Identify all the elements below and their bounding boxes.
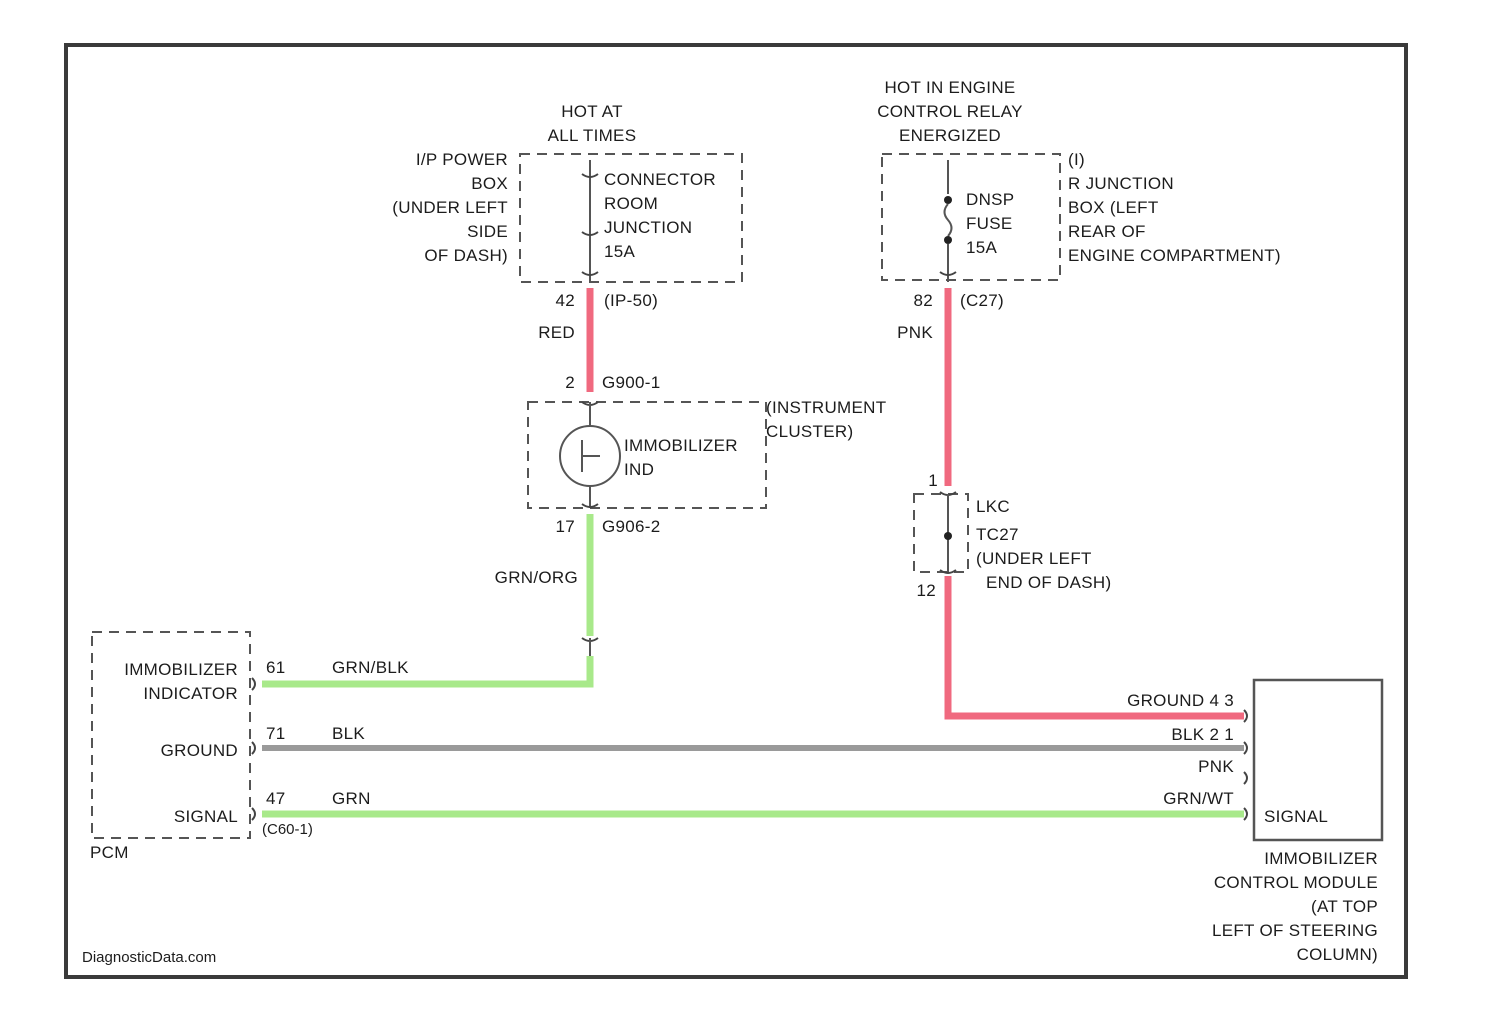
- left-supply-pin: 42: [555, 291, 575, 310]
- module-name-5: COLUMN): [1297, 945, 1378, 964]
- pcm-row1-pin: 61: [266, 658, 286, 677]
- pcm-row2-pin: 71: [266, 724, 286, 743]
- module-name-2: CONTROL MODULE: [1214, 873, 1378, 892]
- right-location-2: R JUNCTION: [1068, 174, 1174, 193]
- left-supply-location-5: OF DASH): [424, 246, 508, 265]
- watermark: DiagnosticData.com: [82, 949, 216, 966]
- pcm-row3-wire: GRN: [332, 789, 371, 808]
- right-fuse-line-2: FUSE: [966, 214, 1013, 233]
- pcm-connector: (C60-1): [262, 821, 313, 838]
- module-name-3: (AT TOP: [1311, 897, 1378, 916]
- splice-label-1: LKC: [976, 497, 1010, 516]
- right-supply-connector: (C27): [960, 291, 1004, 310]
- right-fuse-node-top: [944, 196, 952, 204]
- right-location-3: BOX (LEFT: [1068, 198, 1159, 217]
- splice-top-pin: 1: [928, 471, 938, 490]
- module-grnwt-label: GRN/WT: [1163, 789, 1234, 808]
- cluster-top-connector: G900-1: [602, 373, 661, 392]
- right-supply-title-2: CONTROL RELAY: [877, 102, 1023, 121]
- cluster-label-1: (INSTRUMENT: [766, 398, 886, 417]
- pcm-row3-pin: 47: [266, 789, 286, 808]
- cluster-bottom-pin: 17: [555, 517, 575, 536]
- left-supply-title-1: HOT AT: [561, 102, 623, 121]
- module-name-1: IMMOBILIZER: [1264, 849, 1378, 868]
- right-supply-title-3: ENERGIZED: [899, 126, 1001, 145]
- module-signal-label: SIGNAL: [1264, 807, 1328, 826]
- left-supply-title-2: ALL TIMES: [548, 126, 637, 145]
- pcm-row1-wire: GRN/BLK: [332, 658, 409, 677]
- splice-label-4: END OF DASH): [986, 573, 1111, 592]
- left-fuse-line-1: CONNECTOR: [604, 170, 716, 189]
- left-fuse-line-2: ROOM: [604, 194, 658, 213]
- left-supply-wire-color: RED: [538, 323, 575, 342]
- pcm-label: PCM: [90, 843, 129, 862]
- right-location-5: ENGINE COMPARTMENT): [1068, 246, 1281, 265]
- cluster-lamp-line-1: IMMOBILIZER: [624, 436, 738, 455]
- right-supply-title-1: HOT IN ENGINE: [884, 78, 1015, 97]
- cluster-top-pin: 2: [565, 373, 575, 392]
- right-supply-pin: 82: [913, 291, 933, 310]
- pcm-row2-wire: BLK: [332, 724, 365, 743]
- left-supply-location-1: I/P POWER: [416, 150, 508, 169]
- left-fuse-line-3: JUNCTION: [604, 218, 692, 237]
- pcm-row1-name-1: IMMOBILIZER: [124, 660, 238, 679]
- right-fuse-line-1: DNSP: [966, 190, 1014, 209]
- right-fuse-line-3: 15A: [966, 238, 998, 257]
- splice-label-3: (UNDER LEFT: [976, 549, 1092, 568]
- pcm-row1-name-2: INDICATOR: [143, 684, 238, 703]
- right-supply-wire-color: PNK: [897, 323, 933, 342]
- left-supply-location-2: BOX: [471, 174, 508, 193]
- module-blk-label: BLK 2 1: [1171, 725, 1234, 744]
- left-supply-connector: (IP-50): [604, 291, 658, 310]
- cluster-bottom-connector: G906-2: [602, 517, 661, 536]
- left-supply-location-3: (UNDER LEFT: [392, 198, 508, 217]
- right-fuse-node-bottom: [944, 236, 952, 244]
- module-name-4: LEFT OF STEERING: [1212, 921, 1378, 940]
- left-supply-location-4: SIDE: [467, 222, 508, 241]
- module-ground-label: GROUND 4 3: [1127, 691, 1234, 710]
- left-fuse-line-4: 15A: [604, 242, 636, 261]
- cluster-lamp-line-2: IND: [624, 460, 654, 479]
- module-pnk-label: PNK: [1198, 757, 1234, 776]
- right-location-1: (I): [1068, 150, 1085, 169]
- splice-bottom-pin: 12: [916, 581, 936, 600]
- splice-label-2: TC27: [976, 525, 1019, 544]
- right-location-4: REAR OF: [1068, 222, 1146, 241]
- cluster-label-2: CLUSTER): [766, 422, 853, 441]
- cluster-wire-color: GRN/ORG: [495, 568, 578, 587]
- splice-node: [944, 532, 952, 540]
- pcm-row2-name: GROUND: [161, 741, 238, 760]
- pcm-row3-name: SIGNAL: [174, 807, 238, 826]
